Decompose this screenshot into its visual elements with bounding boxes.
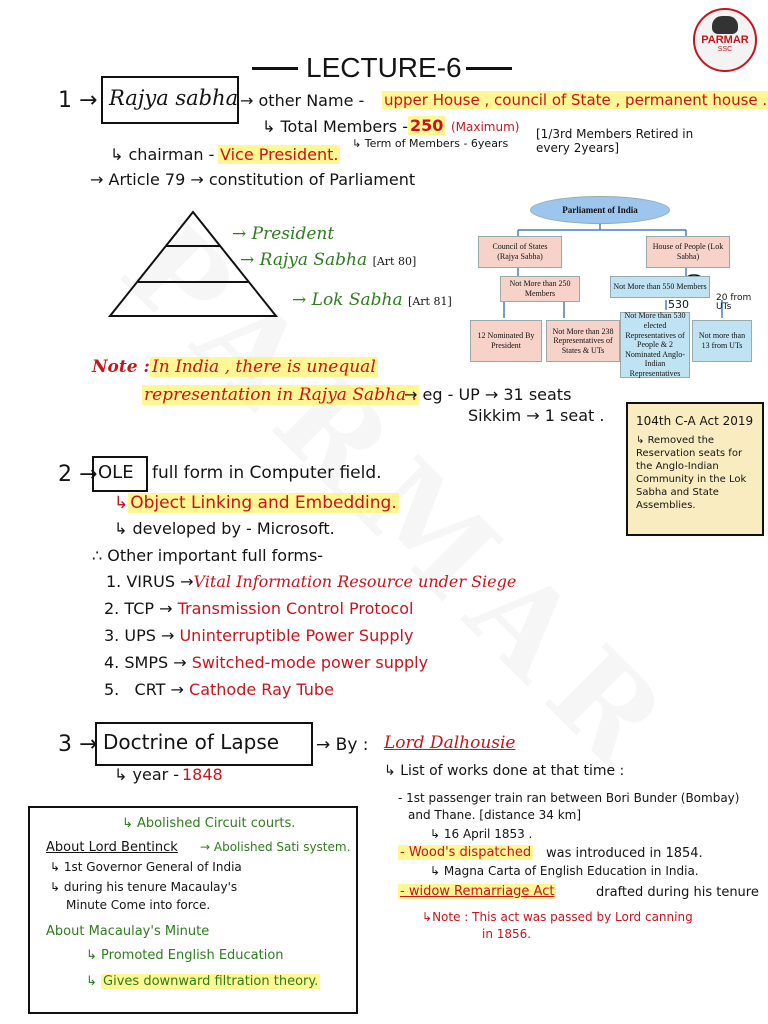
full-form-row-1: 1. VIRUS →Vital Information Resource und… (106, 572, 517, 591)
total-members-value: 250 (Maximum) (408, 116, 520, 135)
amendment-text: ↳ Removed the Reservation seats for the … (636, 435, 747, 511)
work-3-note-year: in 1856. (482, 927, 532, 941)
year-label: ↳ year - (114, 765, 180, 784)
work-1-line-1: - 1st passenger train ran between Bori B… (398, 791, 740, 805)
pyramid-president: → President (232, 224, 335, 244)
title-rule-left (252, 67, 298, 70)
full-form-row-4: 4. SMPS → Switched-mode power supply (104, 653, 429, 672)
section-3-topic: Doctrine of Lapse (95, 722, 313, 766)
example-up: → eg - UP → 31 seats (404, 385, 572, 404)
retire-note: [1/3rd Members Retired in every 2years] (536, 127, 694, 155)
page-title: LECTURE-6 (306, 52, 462, 83)
example-sikkim: Sikkim → 1 seat . (468, 406, 605, 425)
work-2-note: ↳ Magna Carta of English Education in In… (430, 864, 699, 878)
logo-text: PARMAR (701, 34, 749, 46)
tree-nominated: 12 Nominated By President (470, 320, 542, 362)
other-name-label: → other Name - (240, 91, 365, 110)
abolished-sati: → Abolished Sati system. (200, 840, 351, 854)
amendment-box: 104th C-A Act 2019 ↳ Removed the Reserva… (626, 402, 764, 536)
work-3-title: - widow Remarriage Act (398, 884, 557, 899)
work-1-line-2: and Thane. [distance 34 km] (408, 808, 582, 822)
section-2-topic: OLE (92, 456, 148, 492)
chairman-label: ↳ chairman - (110, 145, 215, 164)
tree-ut-reps: Not more than 13 from UTs (692, 320, 752, 362)
pyramid-rajya-sabha: → Rajya Sabha [Art 80] (240, 250, 417, 270)
work-2-desc: was introduced in 1854. (546, 846, 703, 861)
tenure-line-2: Minute Come into force. (66, 898, 211, 912)
full-form-row-5: 5. CRT → Cathode Ray Tube (104, 680, 334, 699)
note-line-1: In India , there is unequal (150, 357, 378, 377)
tree-root: Parliament of India (530, 196, 670, 224)
promoted-english: ↳ Promoted English Education (86, 948, 284, 963)
note-line-2: representation in Rajya Sabha . (142, 385, 419, 405)
section-3-number: 3 → (58, 732, 98, 757)
section-1-number: 1 → (58, 88, 98, 113)
tree-house-of-people: House of People (Lok Sabha) (646, 236, 730, 268)
annotation-530: 530 (668, 298, 689, 311)
annotation-20-uts: 20 from UTs (716, 293, 752, 312)
ole-full-form: ↳Object Linking and Embedding. (114, 493, 399, 513)
work-3-desc: drafted during his tenure (596, 885, 759, 900)
about-bentinck: About Lord Bentinck (46, 840, 178, 855)
brand-logo: PARMAR SSC (693, 8, 757, 72)
by-label: → By : (316, 735, 369, 755)
other-name-value: upper House , council of State , permane… (382, 91, 768, 109)
about-macaulay-minute: About Macaulay's Minute (46, 924, 210, 939)
section-1-topic: Rajya sabha (101, 76, 239, 124)
tree-rs-members: Not More than 250 Members (500, 276, 580, 302)
other-full-forms: ∴ Other important full forms- (92, 546, 324, 565)
tenure-line-1: ↳ during his tenure Macaulay's (50, 880, 238, 894)
tree-ls-members: Not More than 550 Members (610, 276, 710, 298)
article-79: → Article 79 → constitution of Parliamen… (90, 170, 416, 189)
ole-description: full form in Computer field. (152, 463, 382, 483)
pyramid-diagram (108, 210, 278, 317)
full-form-row-2: 2. TCP → Transmission Control Protocol (104, 599, 414, 618)
bentinck-box: ↳ Abolished Circuit courts. About Lord B… (28, 806, 358, 1014)
total-members-label: ↳ Total Members - (262, 117, 408, 136)
work-3-note: ↳Note : This act was passed by Lord cann… (422, 910, 693, 924)
tree-council-of-states: Council of States (Rajya Sabha) (478, 236, 562, 268)
term-of-members: ↳ Term of Members - 6years (352, 137, 509, 150)
first-governor-general: ↳ 1st Governor General of India (50, 860, 242, 874)
tree-elected-reps: Not More than 530 elected Representative… (620, 311, 690, 378)
work-2-title: - Wood's dispatched (398, 845, 534, 860)
works-heading: ↳ List of works done at that time : (384, 763, 625, 779)
logo-subtext: SSC (717, 46, 733, 53)
bear-icon (712, 16, 738, 34)
work-1-date: ↳ 16 April 1853 . (430, 827, 533, 841)
tree-state-reps: Not More than 238 Representatives of Sta… (546, 320, 620, 362)
pyramid-lok-sabha: → Lok Sabha [Art 81] (292, 290, 452, 310)
by-value: Lord Dalhousie (384, 733, 516, 753)
full-form-row-3: 3. UPS → Uninterruptible Power Supply (104, 626, 414, 645)
title-rule-right (466, 67, 512, 70)
note-label: Note : (92, 357, 150, 377)
circuit-courts: ↳ Abolished Circuit courts. (122, 816, 296, 831)
ole-developer: ↳ developed by - Microsoft. (114, 519, 335, 538)
amendment-title: 104th C-A Act 2019 (636, 414, 754, 428)
chairman-value: Vice President. (218, 145, 341, 164)
year-value: 1848 (182, 765, 223, 784)
downward-filtration: ↳ Gives downward filtration theory. (86, 974, 321, 989)
